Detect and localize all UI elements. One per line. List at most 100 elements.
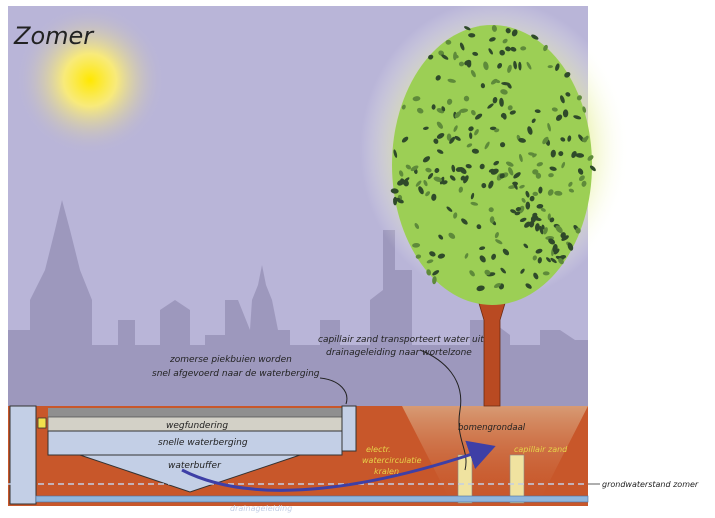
leaf xyxy=(465,164,472,169)
label-tree-soil: bomengrondaal xyxy=(458,423,526,433)
leaf xyxy=(510,46,517,52)
leaf xyxy=(436,149,444,154)
leaf xyxy=(525,201,531,210)
leaf xyxy=(447,78,456,83)
leaf xyxy=(434,168,440,173)
leaf xyxy=(589,165,596,172)
leaf xyxy=(437,253,446,259)
leaf xyxy=(543,227,548,235)
leaf xyxy=(488,168,495,173)
leaf xyxy=(531,118,536,123)
leaf xyxy=(547,213,551,220)
label-summer-peaks-2: snel afgevoerd naar de waterberging xyxy=(152,369,320,379)
leaf xyxy=(582,106,587,113)
leaf xyxy=(535,172,542,179)
leaf xyxy=(525,283,532,289)
leaf xyxy=(536,203,544,209)
leaf xyxy=(459,167,467,174)
right-curb xyxy=(341,405,357,452)
leaf xyxy=(543,44,548,52)
leaf xyxy=(530,215,537,223)
leaf xyxy=(464,26,471,31)
leaf xyxy=(490,78,498,85)
leaf xyxy=(441,106,446,112)
leaf xyxy=(553,248,560,255)
leader-capillary xyxy=(419,349,467,471)
leaf xyxy=(492,97,498,104)
leaf xyxy=(541,224,545,230)
leaf xyxy=(427,173,434,180)
label-road-surface: wegfundering xyxy=(166,421,228,431)
leaf xyxy=(550,149,556,158)
leaf xyxy=(428,54,434,60)
leaf xyxy=(571,151,577,158)
leaf xyxy=(555,225,563,234)
leaf xyxy=(405,164,412,170)
leaf xyxy=(568,181,573,187)
label-groundwater: grondwaterstand zomer xyxy=(602,480,699,489)
leaf xyxy=(587,155,594,161)
leaf xyxy=(400,178,406,185)
leaf xyxy=(558,257,564,265)
leaf xyxy=(561,161,566,169)
leaf xyxy=(451,164,456,173)
leaf xyxy=(441,54,449,60)
leaf xyxy=(432,270,440,276)
leaf xyxy=(423,126,429,130)
leaf xyxy=(582,137,588,143)
leaf xyxy=(445,39,452,45)
leaf xyxy=(479,246,486,251)
leaf xyxy=(547,65,553,69)
leaf xyxy=(505,28,511,34)
leaf xyxy=(463,95,470,102)
leaf xyxy=(399,170,404,177)
leaf xyxy=(436,132,445,139)
leaf xyxy=(519,184,525,189)
leaf xyxy=(489,37,496,42)
leaf xyxy=(438,50,445,56)
leaf xyxy=(446,133,452,141)
leaf xyxy=(425,191,431,197)
leaf xyxy=(502,248,510,256)
leaf xyxy=(466,143,473,148)
leaf xyxy=(476,224,482,230)
leaf xyxy=(454,135,461,141)
leaf xyxy=(510,209,517,214)
leaf xyxy=(550,257,557,264)
leaf xyxy=(481,183,487,189)
leaf xyxy=(488,180,494,189)
leaf xyxy=(538,186,543,194)
leaf xyxy=(483,61,489,71)
leaf xyxy=(446,98,453,105)
leaf xyxy=(487,103,494,109)
curb-light xyxy=(37,417,47,429)
leaf xyxy=(507,105,513,111)
leaf xyxy=(401,136,409,143)
leaf xyxy=(561,235,569,241)
leaf xyxy=(542,136,549,145)
label-quick-storage: snelle waterberging xyxy=(158,438,248,448)
leaf xyxy=(575,153,585,158)
leaf xyxy=(562,109,569,118)
leaf xyxy=(577,168,584,175)
leaf xyxy=(497,63,503,69)
leaf xyxy=(555,63,560,71)
leaf xyxy=(525,190,530,198)
leaf xyxy=(533,272,539,280)
leaf xyxy=(488,207,494,213)
leader-summer-peaks xyxy=(319,377,348,405)
leaf xyxy=(459,108,469,113)
leaf xyxy=(547,122,551,132)
leaf xyxy=(519,217,527,223)
leaf xyxy=(436,121,443,129)
leaf xyxy=(560,95,565,104)
leaf xyxy=(537,257,542,264)
leaf xyxy=(494,128,500,133)
leaf xyxy=(423,180,428,187)
leaf xyxy=(449,136,456,144)
leaf xyxy=(532,255,537,261)
leaf xyxy=(505,46,511,52)
leaf xyxy=(472,51,479,56)
